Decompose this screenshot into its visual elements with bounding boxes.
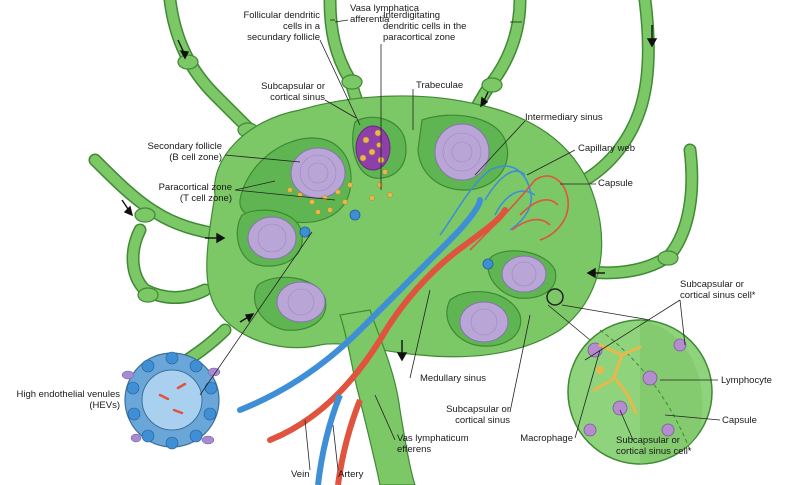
flow-arrows (121, 25, 658, 362)
efferent-vessel (339, 309, 416, 485)
label-artery: Artery (338, 469, 364, 480)
label-capsule-inset: Capsule (722, 415, 757, 426)
hev-markers (299, 209, 494, 270)
label-secondary-follicle: Secondary follicle(B cell zone) (148, 141, 222, 163)
dendritic-cells (287, 129, 393, 215)
label-lymphocyte: Lymphocyte (721, 375, 772, 386)
label-paracortical-zone: Paracortical zone(T cell zone) (159, 182, 232, 204)
label-macrophage: Macrophage (520, 433, 573, 444)
label-hev: High endothelial venules(HEVs) (16, 389, 120, 411)
label-capillary-web: Capillary web (578, 143, 635, 154)
follicles (247, 123, 547, 343)
capillary-web (439, 165, 569, 251)
label-intermediary-sinus: Intermediary sinus (525, 112, 603, 123)
label-trabeculae: Trabeculae (416, 80, 463, 91)
label-vein: Vein (291, 469, 310, 480)
magnified-inset (546, 288, 713, 465)
blood-vessels (237, 197, 508, 485)
afferent-vessels (88, 0, 699, 372)
leader-lines (199, 19, 721, 471)
hev-inset (121, 351, 221, 450)
label-capsule: Capsule (598, 178, 633, 189)
label-medullary-sinus: Medullary sinus (420, 373, 486, 384)
